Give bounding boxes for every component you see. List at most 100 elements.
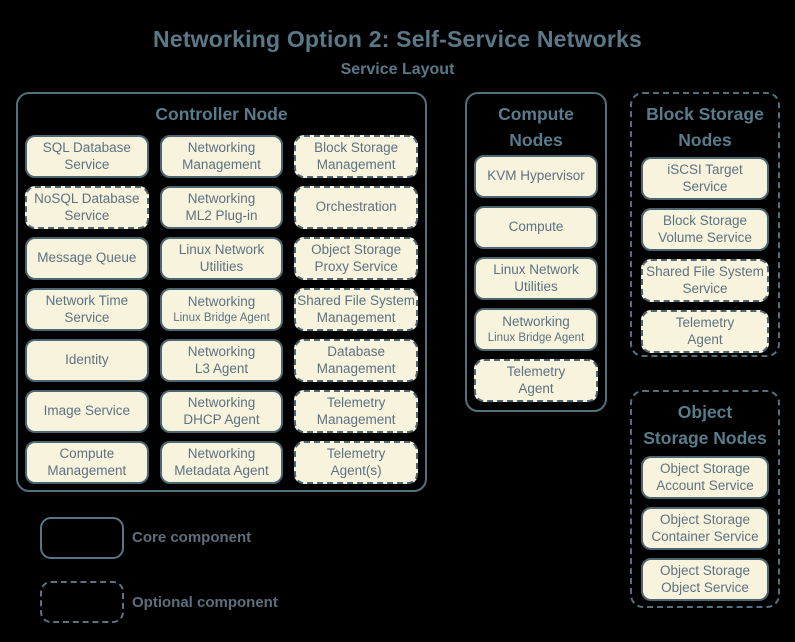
legend-optional-component-box xyxy=(40,581,124,623)
service-label-line: SQL Database xyxy=(42,140,131,156)
block-storage-nodes-title: Block Storage Nodes xyxy=(646,104,764,151)
service-label-line: Agent xyxy=(518,380,554,396)
service-label-line: Telemetry xyxy=(506,364,566,380)
service-label-line: DHCP Agent xyxy=(183,411,260,427)
service-label-line: Service xyxy=(64,309,110,325)
service-label-line: Service xyxy=(682,178,728,194)
service-label-line: NoSQL Database xyxy=(34,191,140,207)
service-label-line: Service xyxy=(682,280,728,296)
service-label-line: L3 Agent xyxy=(194,360,249,376)
service-label-line: Object Storage xyxy=(659,461,751,477)
controller-node-title: Controller Node xyxy=(155,104,288,124)
service-label-line: Telemetry xyxy=(326,395,386,411)
service-label-line: Networking xyxy=(187,395,256,411)
service-label-line: Agent(s) xyxy=(330,462,382,478)
service-label-line: Service xyxy=(64,207,110,223)
service-label-line: Message Queue xyxy=(37,250,137,266)
service-label-line: Linux Network xyxy=(493,262,579,278)
service-label-line: Networking xyxy=(187,294,256,310)
service-label-line: KVM Hypervisor xyxy=(487,168,585,184)
object-storage-nodes-title: Object Storage Nodes xyxy=(643,402,767,449)
service-label-line: Shared File System xyxy=(646,264,764,280)
service-orchestration: Orchestration xyxy=(294,186,418,229)
legend-core-component-box xyxy=(40,517,124,559)
service-label-line: Management xyxy=(316,309,396,325)
service-label-line: Metadata Agent xyxy=(174,462,269,478)
service-compute: Compute xyxy=(474,206,598,249)
service-label-line: Agent xyxy=(687,331,723,347)
service-label-line: Image Service xyxy=(43,403,130,419)
service-label-line: Identity xyxy=(65,352,109,368)
service-identity: Identity xyxy=(25,339,149,382)
compute-nodes-title: Compute Nodes xyxy=(498,104,574,151)
service-label-line: Management xyxy=(316,360,396,376)
service-image-service: Image Service xyxy=(25,390,149,433)
page-subtitle: Service Layout xyxy=(340,61,455,78)
service-label-line: Telemetry xyxy=(326,446,386,462)
service-label-line: Compute xyxy=(508,219,564,235)
service-label-line: Network Time xyxy=(45,293,129,309)
service-label-line: Telemetry xyxy=(675,315,735,331)
service-label-line: Volume Service xyxy=(658,229,752,245)
service-label-line: Networking xyxy=(187,191,256,207)
service-label-line: Networking xyxy=(187,140,256,156)
service-label-line: Management xyxy=(47,462,127,478)
service-sublabel-line: Linux Bridge Agent xyxy=(487,331,585,344)
legend-core-component-label: Core component xyxy=(132,529,252,546)
service-kvm-hypervisor: KVM Hypervisor xyxy=(474,155,598,198)
service-label-line: Account Service xyxy=(656,477,754,493)
service-label-line: Compute xyxy=(59,446,115,462)
service-label-line: Utilities xyxy=(199,258,244,274)
service-label-line: Orchestration xyxy=(315,199,397,215)
service-label-line: Database xyxy=(327,344,386,360)
service-label-line: Block Storage xyxy=(314,140,399,156)
legend-optional-component-label: Optional component xyxy=(132,594,278,611)
service-label-line: Linux Network xyxy=(178,242,265,258)
service-label-line: Proxy Service xyxy=(314,258,398,274)
service-label-line: Block Storage xyxy=(662,213,748,229)
service-label-line: Object Storage xyxy=(311,242,402,258)
service-label-line: Utilities xyxy=(514,278,558,294)
service-label-line: Management xyxy=(316,156,396,172)
service-label-line: Management xyxy=(316,411,396,427)
service-label-line: Shared File System xyxy=(297,293,416,309)
service-label-line: Object Storage xyxy=(659,563,751,579)
service-label-line: Networking xyxy=(187,446,256,462)
page-title: Networking Option 2: Self-Service Networ… xyxy=(153,26,642,52)
service-label-line: Service xyxy=(64,156,110,172)
service-label-line: Networking xyxy=(187,344,256,360)
service-label-line: Container Service xyxy=(651,528,759,544)
service-label-line: ML2 Plug-in xyxy=(185,207,258,223)
service-sublabel-line: Linux Bridge Agent xyxy=(173,311,270,324)
